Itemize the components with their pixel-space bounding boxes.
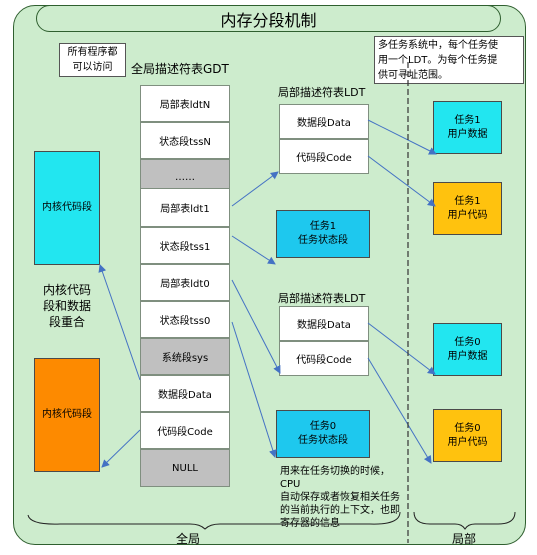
gdt-entry-data: 数据段Data <box>140 375 230 412</box>
arrow-task1-code <box>367 155 436 207</box>
task1-user-code-line: 任务1 <box>454 195 481 207</box>
arrow-ldt0-to-ldt <box>231 279 281 374</box>
global-brace <box>27 511 401 530</box>
ldt-bottom-code: 代码段Code <box>279 341 369 376</box>
kernel-overlap-note: 内核代码 段和数据 段重合 <box>43 282 91 330</box>
ldt-note-line: 供可寻址范围。 <box>378 70 448 81</box>
kernel-overlap-note-line: 段和数据 <box>43 299 92 313</box>
task0-user-code: 任务0 用户代码 <box>433 409 502 462</box>
task0-user-data: 任务0 用户数据 <box>433 323 502 376</box>
gdt-title: 全局描述符表GDT <box>131 62 229 76</box>
task0-tss-line: 任务状态段 <box>298 435 348 446</box>
ldt-bottom-data: 数据段Data <box>279 306 369 341</box>
ldt-top-title: 局部描述符表LDT <box>278 86 366 99</box>
arrow-tss1-to-tss <box>231 235 276 265</box>
gdt-entry-ldt1: 局部表ldt1 <box>140 188 230 227</box>
task1-user-data: 任务1 用户数据 <box>433 101 502 154</box>
arrow-data-to-kernel <box>98 264 141 381</box>
gdt-entry-null: NULL <box>140 449 230 487</box>
task1-user-code-line: 用户代码 <box>447 209 488 221</box>
gdt-entry-tssn: 状态段tssN <box>140 122 230 159</box>
task0-user-data-line: 用户数据 <box>447 350 488 362</box>
arrow-code-to-kernel <box>101 429 141 468</box>
task1-user-data-line: 用户数据 <box>447 128 488 140</box>
tss-note-line: 自动保存或者恢复相关任务 <box>280 492 400 503</box>
kernel-code-segment-top: 内核代码段 <box>34 151 100 265</box>
tss-note-line: 用来在任务切换的时候，CPU <box>280 466 390 490</box>
ldt-note: 多任务系统中，每个任务使 用一个LDT。为每个任务提 供可寻址范围。 <box>374 36 524 84</box>
gdt-access-note: 所有程序都 可以访问 <box>59 43 126 77</box>
local-scope-label: 局部 <box>452 532 477 546</box>
gdt-entry-sys: 系统段sys <box>140 338 230 375</box>
gdt-access-note-line: 可以访问 <box>72 62 113 73</box>
kernel-code-segment-bottom: 内核代码段 <box>34 358 100 472</box>
arrow-task0-data <box>367 322 436 375</box>
ldt-note-line: 用一个LDT。为每个任务提 <box>378 55 498 66</box>
global-scope-label: 全局 <box>176 532 201 546</box>
gdt-entry-tss1: 状态段tss1 <box>140 227 230 264</box>
diagram-title: 内存分段机制 <box>36 5 501 32</box>
kernel-overlap-note-line: 内核代码 <box>43 283 92 297</box>
task0-user-code-line: 任务0 <box>454 422 481 434</box>
arrow-task1-data <box>367 119 437 155</box>
task1-tss-line: 任务1 <box>309 221 337 232</box>
gdt-access-note-line: 所有程序都 <box>67 47 118 58</box>
task1-tss: 任务1 任务状态段 <box>276 210 370 258</box>
local-brace <box>413 511 516 530</box>
task0-user-code-line: 用户代码 <box>447 436 488 448</box>
task0-tss-line: 任务0 <box>309 421 337 432</box>
task1-user-data-line: 任务1 <box>454 114 481 126</box>
ldt-top-data: 数据段Data <box>279 104 369 139</box>
task0-tss: 任务0 任务状态段 <box>276 410 370 458</box>
gdt-entry-tss0: 状态段tss0 <box>140 301 230 338</box>
arrow-tss0-to-tss <box>231 321 277 458</box>
ldt-note-line: 多任务系统中，每个任务使 <box>378 40 498 51</box>
gdt-entry-ldt0: 局部表ldt0 <box>140 264 230 301</box>
tss-note-line: 的当前执行的上下文，也即 <box>280 505 400 516</box>
task1-tss-line: 任务状态段 <box>298 235 348 246</box>
ldt-bottom-title: 局部描述符表LDT <box>278 292 366 305</box>
arrow-ldt1-to-ldt <box>231 171 279 207</box>
ldt-top-code: 代码段Code <box>279 139 369 174</box>
kernel-overlap-note-line: 段重合 <box>49 315 86 329</box>
gdt-entry-code: 代码段Code <box>140 412 230 449</box>
arrow-task0-code <box>367 357 432 464</box>
task0-user-data-line: 任务0 <box>454 336 481 348</box>
gdt-entry-ldtn: 局部表ldtN <box>140 85 230 122</box>
task1-user-code: 任务1 用户代码 <box>433 182 502 235</box>
